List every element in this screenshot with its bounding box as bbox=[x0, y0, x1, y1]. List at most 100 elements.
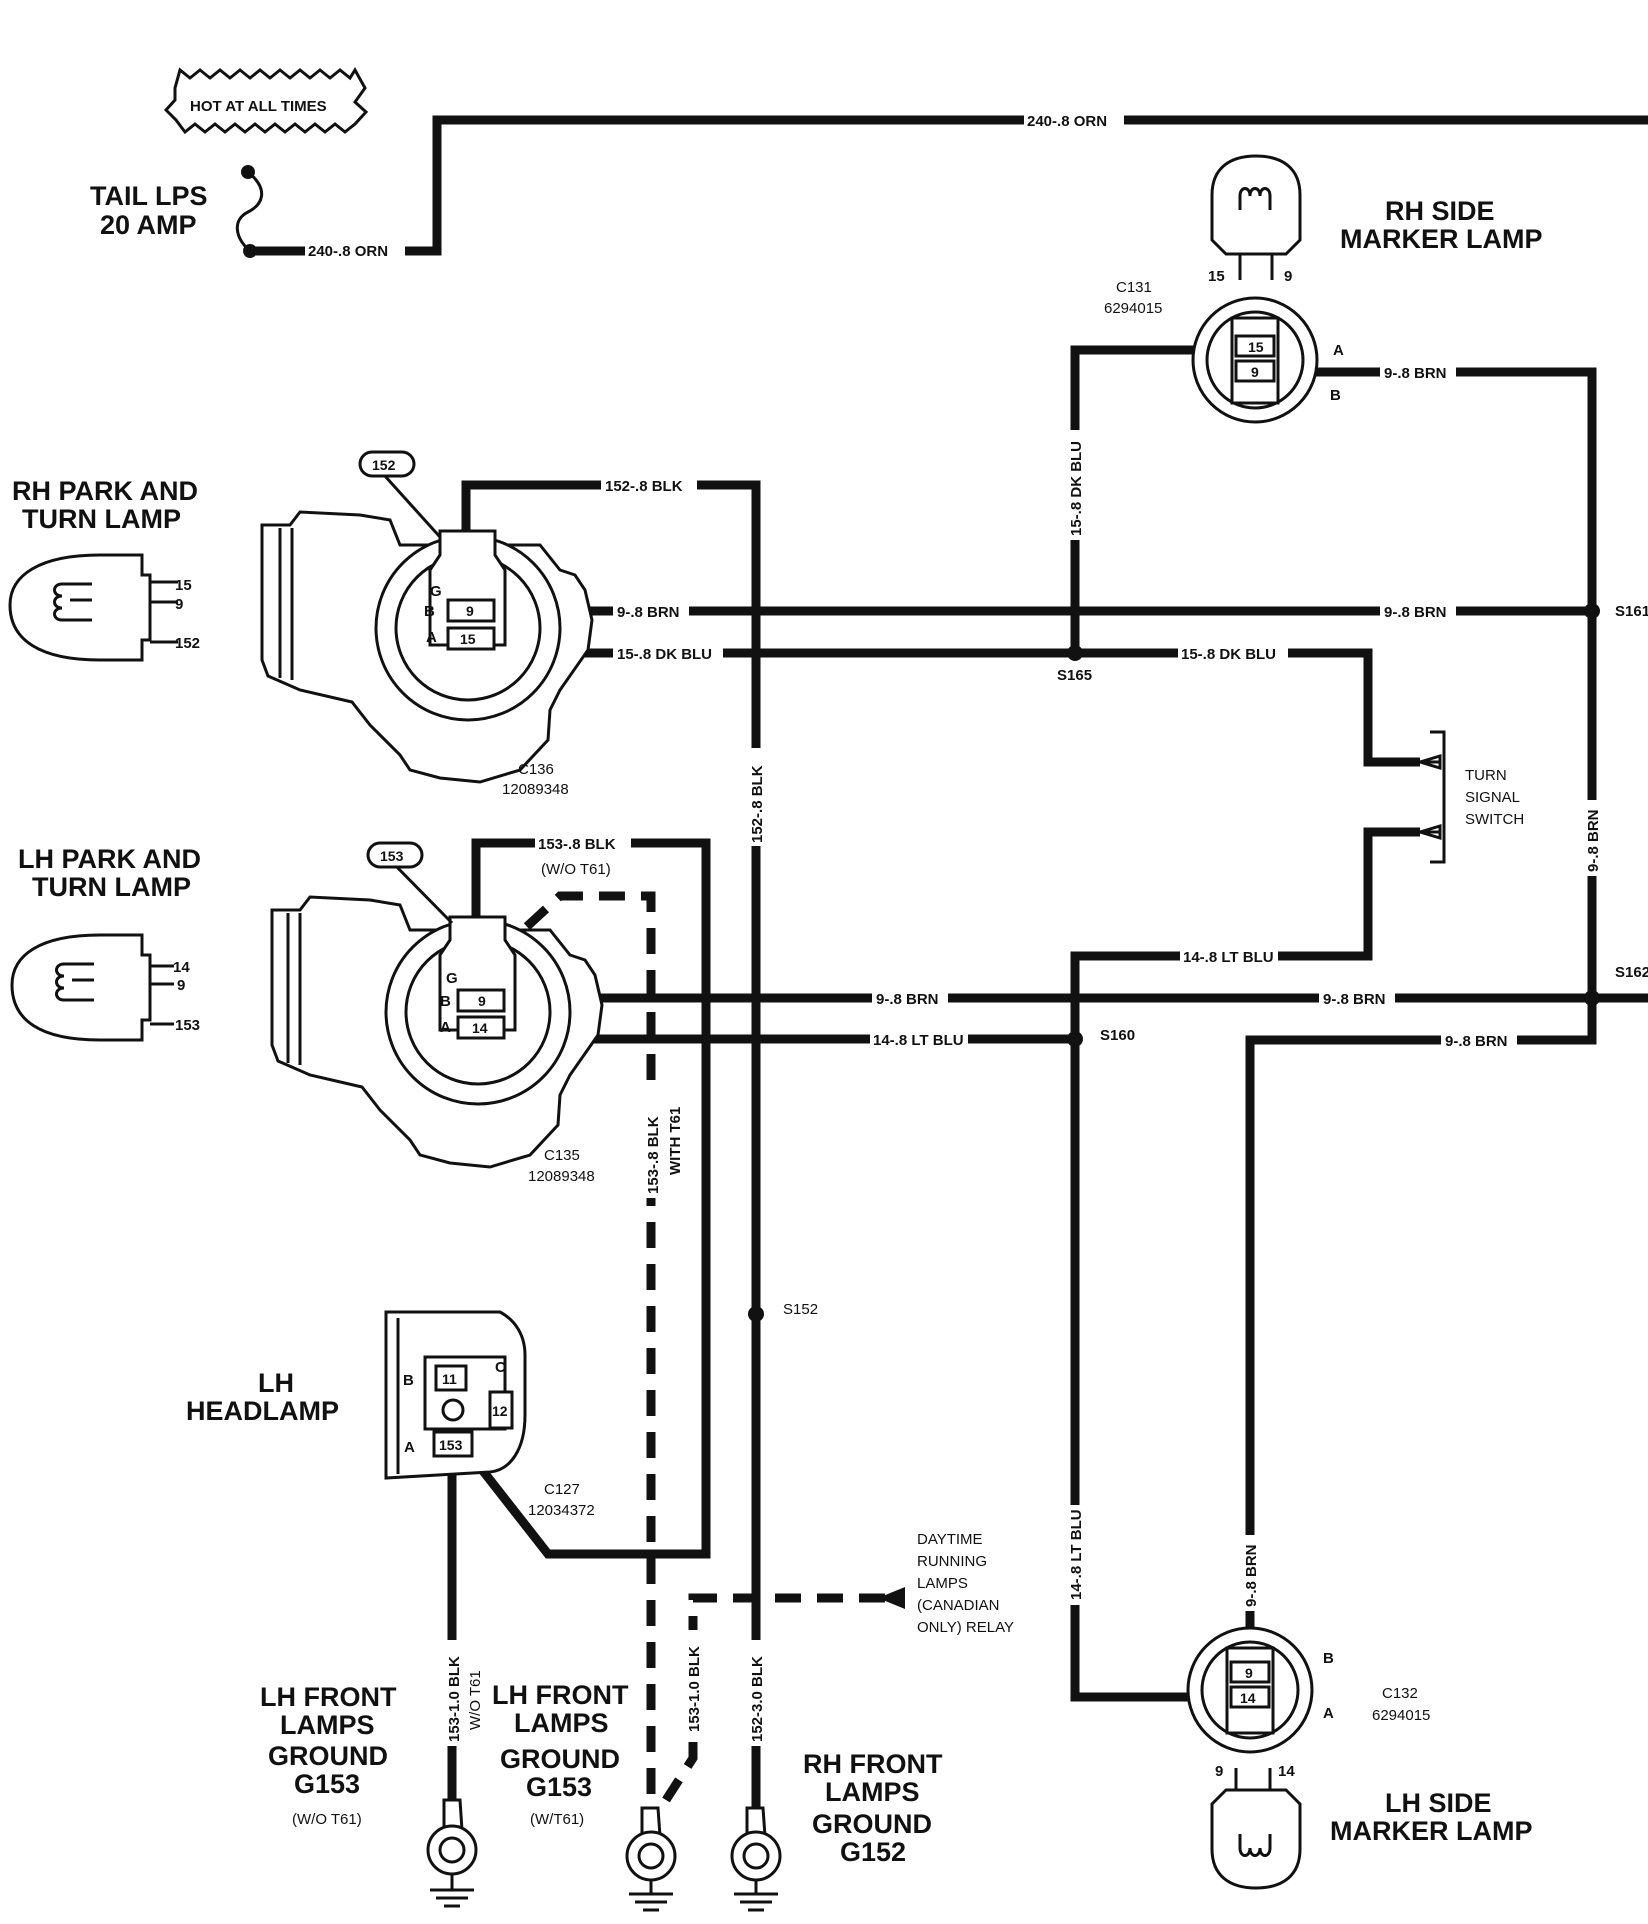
c135-cav-g: G bbox=[446, 970, 458, 987]
fuse-label-2: 20 AMP bbox=[100, 210, 197, 240]
lh-side-marker-bulb bbox=[1210, 1768, 1302, 1890]
c131-part: 6294015 bbox=[1104, 300, 1162, 317]
g153-wo-note: (W/O T61) bbox=[292, 1811, 362, 1828]
headlamp-pin-11: 11 bbox=[442, 1371, 457, 1387]
svg-text:14-.8 LT BLU: 14-.8 LT BLU bbox=[873, 1032, 964, 1049]
rh-park-lamp-bulb bbox=[8, 553, 178, 662]
c131-cav-b: B bbox=[1330, 387, 1341, 404]
svg-text:152-.8 BLK: 152-.8 BLK bbox=[605, 478, 683, 495]
svg-text:9-.8 BRN: 9-.8 BRN bbox=[1384, 604, 1447, 621]
wire-153-blk bbox=[471, 838, 711, 1559]
c132-cav-b: B bbox=[1323, 1650, 1334, 1667]
drl-label-3: LAMPS bbox=[917, 1575, 968, 1592]
label-153-with-t61: 153-.8 BLK WITH T61 bbox=[642, 1090, 686, 1198]
splice-s162-label: S162 bbox=[1615, 964, 1648, 981]
c135-part: 12089348 bbox=[528, 1168, 595, 1185]
c131-pin-9: 9 bbox=[1251, 364, 1259, 380]
lh-side-pin-9: 9 bbox=[1215, 1763, 1223, 1780]
ground-g153-with-t61 bbox=[625, 1806, 677, 1912]
lh-park-pin-9: 9 bbox=[177, 977, 185, 994]
lh-park-pin-153: 153 bbox=[175, 1017, 200, 1034]
svg-text:153: 153 bbox=[380, 848, 404, 864]
label-9-c131: 9-.8 BRN bbox=[1380, 362, 1456, 382]
g152-title-4: G152 bbox=[840, 1837, 906, 1867]
splice-s161-label: S161 bbox=[1615, 603, 1648, 620]
svg-text:9-.8 BRN: 9-.8 BRN bbox=[1323, 991, 1386, 1008]
label-9-vertical-right: 9-.8 BRN bbox=[1583, 800, 1602, 876]
headlamp-cav-c: C bbox=[495, 1359, 506, 1376]
c135-name: C135 bbox=[544, 1147, 580, 1164]
label-152-30: 152-3.0 BLK bbox=[747, 1640, 766, 1746]
c131-name: C131 bbox=[1116, 279, 1152, 296]
g153-w-title-1: LH FRONT bbox=[492, 1680, 629, 1710]
g152-title-1: RH FRONT bbox=[803, 1749, 943, 1779]
svg-text:WITH T61: WITH T61 bbox=[667, 1107, 684, 1175]
lh-headlamp-title-2: HEADLAMP bbox=[186, 1396, 339, 1426]
c135-connector bbox=[270, 856, 604, 1169]
wire-153-blk-with-t61 bbox=[492, 891, 656, 1830]
label-152-top: 152-.8 BLK bbox=[601, 475, 697, 495]
c136-cav-a: A bbox=[426, 629, 437, 646]
wire-9-brn-c132 bbox=[1245, 998, 1597, 1672]
turn-signal-label-1: TURN bbox=[1465, 767, 1507, 784]
rh-side-marker-title-1: RH SIDE bbox=[1385, 196, 1495, 226]
c132-connector bbox=[1186, 1626, 1314, 1754]
splice-s160-label: S160 bbox=[1100, 1027, 1135, 1044]
splice-s152-label: S152 bbox=[783, 1301, 818, 1318]
svg-text:HOT AT ALL TIMES: HOT AT ALL TIMES bbox=[190, 98, 327, 115]
label-15-c136: 15-.8 DK BLU bbox=[613, 643, 723, 663]
c132-pin-14: 14 bbox=[1240, 1690, 1256, 1706]
svg-text:153-.8 BLK: 153-.8 BLK bbox=[538, 836, 616, 853]
drl-label-4: (CANADIAN bbox=[917, 1597, 1000, 1614]
c135-cav-a: A bbox=[440, 1019, 451, 1036]
c132-pin-9: 9 bbox=[1245, 1665, 1253, 1681]
g152-title-3: GROUND bbox=[812, 1809, 932, 1839]
turn-signal-label-3: SWITCH bbox=[1465, 811, 1524, 828]
lh-headlamp-connector bbox=[384, 1310, 527, 1480]
c136-connector bbox=[260, 463, 594, 784]
svg-text:153-.8 BLK: 153-.8 BLK bbox=[645, 1116, 662, 1194]
wire-15-dkblu-c131 bbox=[1070, 345, 1228, 653]
c132-name: C132 bbox=[1382, 1685, 1418, 1702]
lh-park-lamp-bulb bbox=[10, 933, 174, 1042]
c136-cav-g: G bbox=[430, 583, 442, 600]
g153-wo-title-1: LH FRONT bbox=[260, 1682, 397, 1712]
label-153-10-drl: 153-1.0 BLK bbox=[684, 1630, 703, 1736]
c127-name: C127 bbox=[544, 1481, 580, 1498]
label-14-switch: 14-.8 LT BLU bbox=[1180, 946, 1278, 966]
hot-at-all-times-banner: HOT AT ALL TIMES bbox=[163, 67, 369, 135]
headlamp-pin-12: 12 bbox=[492, 1403, 508, 1419]
svg-text:15-.8 DK BLU: 15-.8 DK BLU bbox=[1068, 441, 1085, 536]
drl-label-1: DAYTIME bbox=[917, 1531, 983, 1548]
svg-text:152-3.0 BLK: 152-3.0 BLK bbox=[749, 1656, 766, 1742]
g153-w-title-2: LAMPS bbox=[514, 1708, 609, 1738]
svg-text:153-1.0 BLK: 153-1.0 BLK bbox=[686, 1646, 703, 1732]
rh-side-marker-bulb bbox=[1210, 154, 1302, 280]
label-9-vertical-c132: 9-.8 BRN bbox=[1241, 1535, 1260, 1611]
c136-pin-9: 9 bbox=[466, 603, 474, 619]
headlamp-cav-a: A bbox=[404, 1439, 415, 1456]
lh-park-lamp-title-2: TURN LAMP bbox=[32, 872, 191, 902]
svg-text:15-.8 DK BLU: 15-.8 DK BLU bbox=[1181, 646, 1276, 663]
label-152-vertical: 152-.8 BLK bbox=[747, 748, 766, 846]
c135-cav-b: B bbox=[440, 993, 451, 1010]
svg-text:152: 152 bbox=[372, 457, 396, 473]
turn-signal-switch bbox=[1414, 730, 1446, 864]
label-153-wo-t61: (W/O T61) bbox=[541, 861, 611, 878]
splice-s165-label: S165 bbox=[1057, 667, 1092, 684]
lh-side-marker-title-2: MARKER LAMP bbox=[1330, 1816, 1533, 1846]
splice-s161 bbox=[1584, 603, 1600, 619]
fuse-tail-lps bbox=[235, 165, 263, 258]
svg-text:9-.8 BRN: 9-.8 BRN bbox=[1445, 1033, 1508, 1050]
splice-s165 bbox=[1067, 645, 1083, 661]
g152-title-2: LAMPS bbox=[825, 1777, 920, 1807]
svg-text:9-.8 BRN: 9-.8 BRN bbox=[1243, 1544, 1260, 1607]
svg-text:9-.8 BRN: 9-.8 BRN bbox=[1585, 809, 1602, 872]
c131-pin-15: 15 bbox=[1248, 339, 1264, 355]
lh-side-marker-title-1: LH SIDE bbox=[1385, 1788, 1492, 1818]
rh-park-lamp-title-1: RH PARK AND bbox=[12, 476, 198, 506]
splice-s152 bbox=[748, 1306, 764, 1322]
lh-side-pin-14: 14 bbox=[1278, 1763, 1295, 1780]
label-9-mid-right: 9-.8 BRN bbox=[1319, 988, 1395, 1008]
splice-s162 bbox=[1584, 990, 1600, 1006]
